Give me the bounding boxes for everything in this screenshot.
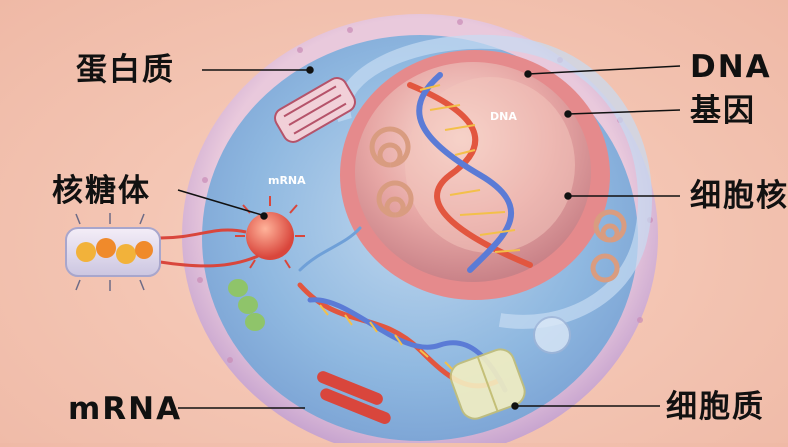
cytoplasm-capsule (449, 348, 526, 420)
protein-structure (274, 77, 356, 143)
dna-helix (407, 72, 533, 273)
label-protein: 蛋白质 (76, 52, 175, 88)
dna-tag: DNA (490, 110, 517, 123)
transport-tube (159, 228, 259, 268)
leader-lines (177, 65, 681, 410)
chromatin-coils (369, 126, 627, 283)
label-gene: 基因 (690, 93, 756, 129)
vesicle-capsule (65, 213, 161, 291)
green-vesicles (228, 279, 265, 331)
dna-rungs (419, 84, 521, 253)
mrna-tag: mRNA (268, 174, 306, 187)
label-nucleus: 细胞核 (690, 178, 788, 214)
mrna-rods (317, 371, 391, 424)
mrna-rungs (319, 304, 454, 371)
label-ribosome: 核糖体 (52, 173, 151, 209)
label-mrna: mRNA (68, 391, 183, 427)
er-layer (336, 34, 652, 329)
label-cytoplasm: 细胞质 (666, 389, 765, 425)
vesicle-bubble (533, 316, 571, 354)
nucleus-inner (405, 77, 575, 253)
label-dna: DNA (690, 49, 772, 85)
